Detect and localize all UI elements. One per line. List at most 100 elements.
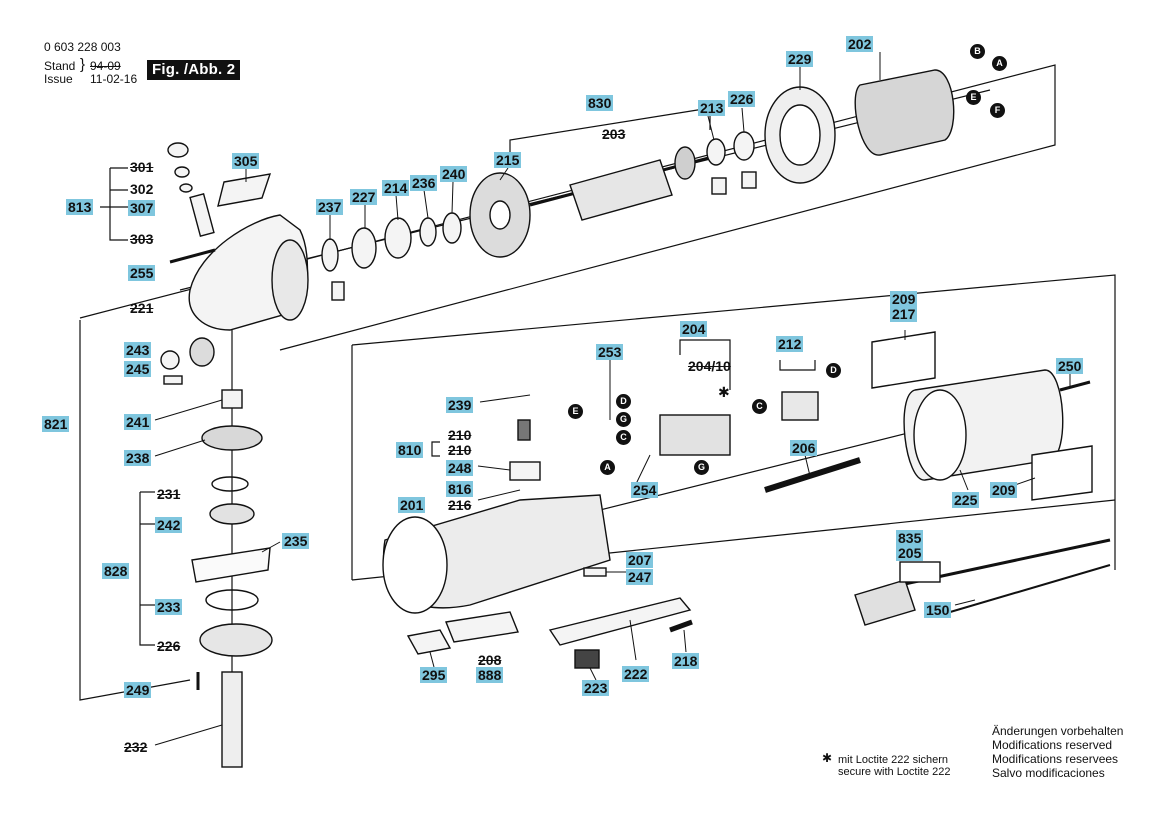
part-label-249: 249 (124, 682, 152, 698)
part-label-210-a: 210 (448, 427, 472, 443)
sleeve-835 (899, 561, 941, 583)
part-label-209-bottom: 209 (990, 482, 1018, 498)
part-label-888: 888 (476, 667, 504, 683)
footnote-star-icon: ✱ (822, 751, 833, 765)
part-label-237: 237 (316, 199, 344, 215)
part-label-235: 235 (282, 533, 310, 549)
pin-303 (189, 193, 215, 237)
bracket-212 (779, 360, 816, 371)
disclaimer-de: Änderungen vorbehalten (992, 724, 1124, 738)
brush-210 (517, 419, 531, 441)
connector-e-icon: E (966, 90, 981, 105)
connector-c-icon: C (616, 430, 631, 445)
part-label-227: 227 (350, 189, 378, 205)
bearing-213 (706, 138, 726, 166)
connector-b-icon: B (970, 44, 985, 59)
part-label-206: 206 (790, 440, 818, 456)
part-label-221: 221 (130, 300, 154, 316)
part-label-210-b: 210 (448, 442, 472, 458)
footnote-en: secure with Loctite 222 (838, 766, 951, 778)
bracket-810 (431, 441, 440, 457)
terminal-248 (509, 461, 541, 481)
leader-241 (154, 399, 223, 421)
leader-209b (1014, 477, 1036, 486)
brush-holder-204 (659, 414, 731, 456)
part-label-216: 216 (448, 497, 472, 513)
part-label-222: 222 (622, 666, 650, 682)
footnote-de: mit Loctite 222 sichern (838, 754, 949, 766)
part-label-205: 205 (896, 545, 924, 561)
issue-value: 11-02-16 (90, 72, 138, 86)
part-label-233: 233 (155, 599, 183, 615)
housing-225-front (913, 389, 967, 481)
part-label-241: 241 (124, 414, 152, 430)
connector-c-right-icon: C (752, 399, 767, 414)
disclaimer-es: Salvo modificaciones (992, 766, 1105, 780)
switch-rod-222 (548, 597, 692, 646)
part-label-223: 223 (582, 680, 610, 696)
armature-203 (569, 159, 673, 221)
part-label-835: 835 (896, 530, 924, 546)
spring-302 (174, 166, 190, 178)
leader-240 (451, 181, 454, 214)
part-label-204-10: 204/10 (688, 358, 731, 374)
part-label-204: 204 (680, 321, 708, 337)
bevel-gear-238 (201, 425, 263, 451)
leader-150 (954, 599, 976, 606)
spindle-232 (221, 671, 243, 768)
bearing-241 (221, 389, 243, 409)
leader-214 (395, 194, 399, 221)
bracket-813 (109, 168, 128, 241)
part-label-253: 253 (596, 344, 624, 360)
bearing-227 (351, 227, 377, 269)
part-label-243: 243 (124, 342, 152, 358)
connector-d-right-icon: D (826, 363, 841, 378)
leader-238 (154, 439, 206, 457)
part-label-207: 207 (626, 552, 654, 568)
washer-236 (419, 217, 437, 247)
connector-a-lower-icon: A (600, 460, 615, 475)
part-label-250: 250 (1056, 358, 1084, 374)
capacitor-212 (781, 391, 819, 421)
connector-g-icon: G (616, 412, 631, 427)
leader-223 (589, 667, 597, 681)
brace-icon: } (80, 56, 86, 73)
part-label-303: 303 (130, 231, 154, 247)
bearing-226-top (733, 131, 755, 161)
part-label-247: 247 (626, 569, 654, 585)
part-label-248: 248 (446, 460, 474, 476)
part-label-240: 240 (440, 166, 468, 182)
bracket-821 (79, 320, 191, 701)
part-label-254: 254 (631, 482, 659, 498)
frame-upper (79, 64, 1056, 351)
part-label-226-top: 226 (728, 91, 756, 107)
part-label-816: 816 (446, 481, 474, 497)
o-ring-233 (205, 589, 259, 611)
clip-207 (583, 567, 607, 577)
disclaimer-block: Änderungen vorbehalten Modifications res… (992, 724, 1123, 780)
stand-label: Stand (44, 59, 76, 73)
flange-226 (199, 623, 273, 657)
part-label-214: 214 (382, 180, 410, 196)
part-label-236: 236 (410, 175, 438, 191)
leader-222 (629, 619, 637, 661)
leader-295 (429, 651, 435, 668)
leader-254 (635, 454, 651, 485)
nut-245 (160, 350, 180, 370)
gasket-235 (191, 547, 271, 583)
plate-295 (406, 629, 452, 655)
circlip-231 (211, 476, 249, 492)
part-label-305: 305 (232, 153, 260, 169)
leader-235 (261, 541, 281, 553)
tie-rod-206 (764, 457, 861, 493)
leader-232 (154, 724, 223, 746)
part-label-218: 218 (672, 653, 700, 669)
part-label-239: 239 (446, 397, 474, 413)
housing-opening (382, 516, 448, 614)
part-label-225: 225 (952, 492, 980, 508)
part-label-213: 213 (698, 100, 726, 116)
commutator (674, 146, 696, 180)
leader-226a (741, 107, 745, 133)
part-label-307: 307 (128, 200, 156, 216)
